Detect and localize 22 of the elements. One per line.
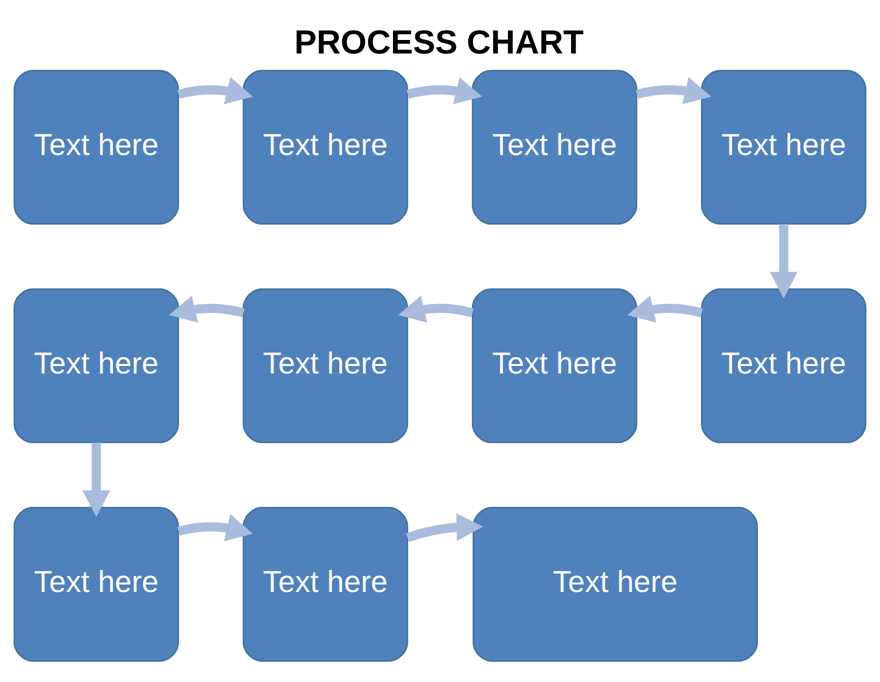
node-box: Text here — [14, 288, 179, 443]
arrow — [406, 76, 482, 104]
node-box: Text here — [701, 69, 866, 224]
node-box: Text here — [14, 69, 179, 224]
arrow — [636, 76, 712, 104]
node-box: Text here — [472, 69, 638, 224]
node-box: Text here — [701, 288, 866, 443]
arrow — [406, 512, 484, 542]
node-box: Text here — [472, 288, 638, 443]
arrow — [169, 295, 245, 322]
arrow — [627, 295, 703, 322]
arrow — [82, 442, 110, 516]
arrow — [770, 224, 798, 298]
node-box: Text here — [242, 506, 408, 662]
node-box: Text here — [472, 506, 758, 662]
arrow — [177, 514, 253, 541]
node-box: Text here — [14, 506, 179, 662]
arrow — [398, 295, 474, 322]
arrow — [177, 76, 253, 104]
diagram-title: PROCESS CHART — [294, 24, 584, 61]
node-box: Text here — [242, 288, 408, 443]
node-box: Text here — [242, 69, 408, 224]
